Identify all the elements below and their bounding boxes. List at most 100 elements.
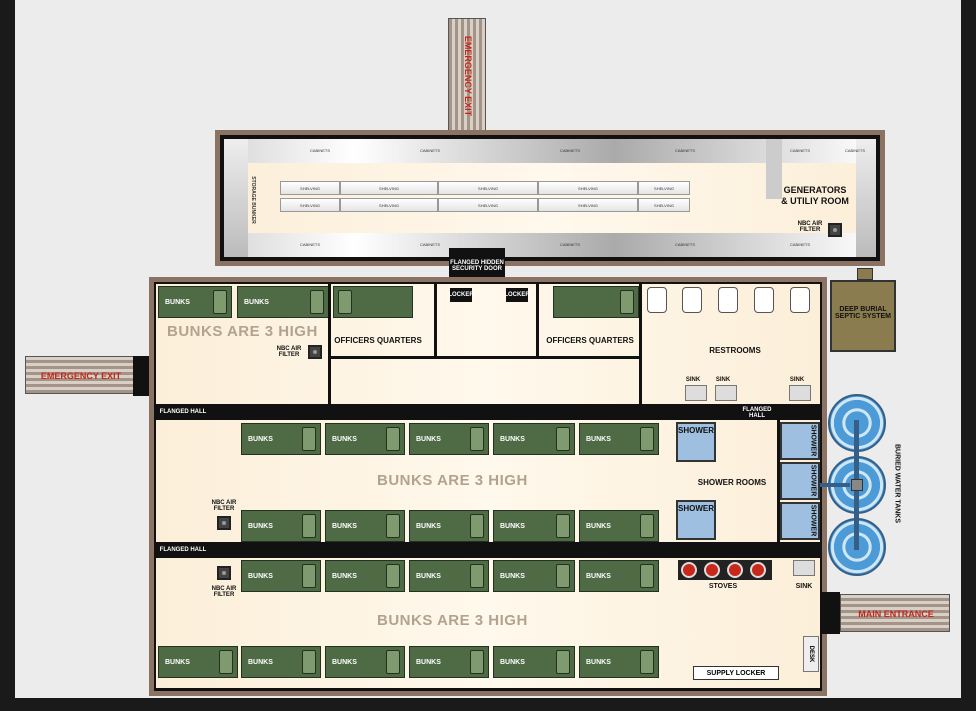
sink-label: SINK xyxy=(685,377,701,383)
flanged-hall-left-2: FLANGED HALL xyxy=(159,543,207,557)
bunk: BUNKS xyxy=(158,286,232,318)
bunk-label: BUNKS xyxy=(500,658,525,666)
officers-quarters-right-label: OFFICERS QUARTERS xyxy=(546,336,634,345)
hall-wall xyxy=(156,542,820,547)
locker-right: LOCKER xyxy=(504,288,530,302)
flanged-hall-left: FLANGED HALL xyxy=(159,405,207,419)
bunk-label: BUNKS xyxy=(248,572,273,580)
bunk: BUNKS xyxy=(409,560,489,592)
generators-room-label: GENERATORS & UTILIY ROOM xyxy=(781,185,849,206)
wall xyxy=(777,420,780,542)
toilet xyxy=(718,287,738,313)
officers-quarters-left-label: OFFICERS QUARTERS xyxy=(334,336,422,345)
wall xyxy=(639,284,642,404)
row3-bunks-high-label: BUNKS ARE 3 HIGH xyxy=(377,612,528,629)
bunk: BUNKS xyxy=(493,423,575,455)
storage-bunker: CABINETS CABINETS CABINETS CABINETS CABI… xyxy=(215,130,885,266)
water-pump xyxy=(851,479,863,491)
bunk: BUNKS xyxy=(409,646,489,678)
bunk-label: BUNKS xyxy=(332,572,357,580)
emergency-exit-top-label: EMERGENCY EXIT xyxy=(463,35,473,117)
bunk-label: BUNKS xyxy=(500,572,525,580)
shelving: SHELVING xyxy=(340,198,438,212)
shelving: SHELVING xyxy=(538,198,638,212)
wall xyxy=(491,356,641,359)
wall xyxy=(328,284,331,404)
restrooms-label: RESTROOMS xyxy=(709,346,761,355)
kitchen-sink-label: SINK xyxy=(795,583,813,590)
bunk-label: BUNKS xyxy=(165,298,190,306)
shower-rooms-label: SHOWER ROOMS xyxy=(697,478,767,487)
row1-nbc-label: NBC AIR FILTER xyxy=(276,346,302,358)
cabinet: CABINETS xyxy=(419,147,440,153)
shelving: SHELVING xyxy=(340,181,438,195)
bunk: BUNKS xyxy=(409,510,489,542)
bunk: BUNKS xyxy=(158,646,238,678)
cabinet: CABINETS xyxy=(309,147,330,153)
septic-system: DEEP BURIAL SEPTIC SYSTEM xyxy=(830,280,896,352)
row1-bunks-high-label: BUNKS ARE 3 HIGH xyxy=(167,323,318,340)
water-pipe xyxy=(820,483,850,487)
bunk-label: BUNKS xyxy=(244,298,269,306)
bunk: BUNKS xyxy=(493,510,575,542)
shelving: SHELVING xyxy=(280,181,340,195)
row2-nbc-label: NBC AIR FILTER xyxy=(211,500,237,512)
main-entrance-ladder: MAIN ENTRANCE xyxy=(840,594,950,632)
storage-bunker-label: STORAGE BUNKER xyxy=(250,176,256,224)
shower-label: SHOWER xyxy=(678,504,714,513)
sink xyxy=(685,385,707,401)
shower-label: SHOWER xyxy=(678,426,714,435)
shower xyxy=(780,502,820,540)
emergency-exit-left-ladder: EMERGENCY EXIT xyxy=(25,356,135,394)
bunk: BUNKS xyxy=(237,286,329,318)
water-tanks-label: BURIED WATER TANKS xyxy=(893,443,901,524)
wall xyxy=(331,356,491,359)
storage-nbc-label: NBC AIR FILTER xyxy=(797,221,823,233)
bunk: BUNKS xyxy=(409,423,489,455)
desk: DESK xyxy=(803,636,819,672)
shelving: SHELVING xyxy=(280,198,340,212)
shelving: SHELVING xyxy=(438,198,538,212)
sink xyxy=(789,385,811,401)
bunk: BUNKS xyxy=(579,510,659,542)
bunk xyxy=(333,286,413,318)
bunk-label: BUNKS xyxy=(332,658,357,666)
locker-left: LOCKER xyxy=(448,288,474,302)
shelving: SHELVING xyxy=(438,181,538,195)
cabinet: CABINETS xyxy=(674,241,695,247)
wall xyxy=(434,284,437,359)
shower-label: SHOWER xyxy=(809,504,817,537)
row1-nbc-filter-icon xyxy=(308,345,322,359)
shelving: SHELVING xyxy=(538,181,638,195)
cabinet: CABINETS xyxy=(559,147,580,153)
cabinet: CABINETS xyxy=(674,147,695,153)
kitchen-sink xyxy=(793,560,815,576)
cabinet: CABINETS xyxy=(789,147,810,153)
bunk: BUNKS xyxy=(325,423,405,455)
sink-label: SINK xyxy=(715,377,731,383)
storage-nbc-filter-icon xyxy=(828,223,842,237)
stoves xyxy=(678,560,772,580)
burner-icon xyxy=(727,562,743,578)
shower-label: SHOWER xyxy=(809,464,817,497)
bunk-label: BUNKS xyxy=(248,435,273,443)
main-entrance-hatch xyxy=(820,592,840,634)
bunk-label: BUNKS xyxy=(332,435,357,443)
bunk-label: BUNKS xyxy=(416,658,441,666)
bunk-label: BUNKS xyxy=(416,522,441,530)
toilet xyxy=(790,287,810,313)
bunk-label: BUNKS xyxy=(248,522,273,530)
bunk: BUNKS xyxy=(493,646,575,678)
toilet xyxy=(647,287,667,313)
bunk-label: BUNKS xyxy=(416,572,441,580)
cabinet: CABINETS xyxy=(789,241,810,247)
bunk: BUNKS xyxy=(241,510,321,542)
toilet xyxy=(682,287,702,313)
cabinet: CABINETS xyxy=(419,241,440,247)
row2-bunks-high-label: BUNKS ARE 3 HIGH xyxy=(377,472,528,489)
bunk: BUNKS xyxy=(579,423,659,455)
shower xyxy=(780,462,820,500)
septic-label: DEEP BURIAL SEPTIC SYSTEM xyxy=(834,306,891,320)
emergency-exit-left-label: EMERGENCY EXIT xyxy=(40,371,122,381)
bunk: BUNKS xyxy=(493,560,575,592)
